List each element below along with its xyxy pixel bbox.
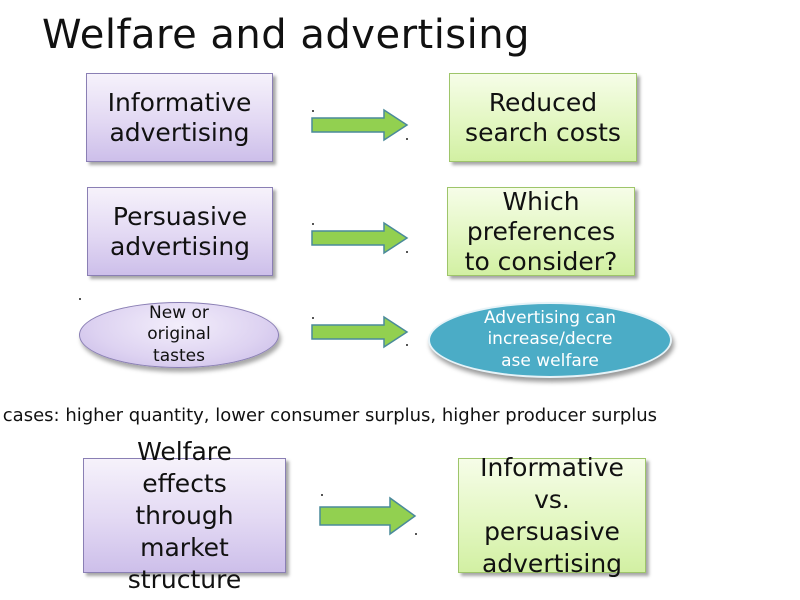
advertising-welfare-ellipse: Advertising can increase/decre ase welfa… xyxy=(428,302,672,378)
box-line: Reduced xyxy=(488,87,598,117)
right-arrow xyxy=(311,315,409,349)
box-line: advertising xyxy=(109,231,251,261)
connector-dot xyxy=(406,251,408,253)
persuasive-advertising-box: Persuasive advertising xyxy=(87,187,273,276)
box-line: Which xyxy=(502,186,580,216)
connector-dot xyxy=(79,298,81,300)
connector-dot xyxy=(312,317,314,319)
right-arrow xyxy=(319,496,417,536)
reduced-search-costs-box: Reduced search costs xyxy=(449,73,637,162)
box-line: preferences xyxy=(466,216,616,246)
informative-vs-persuasive-box: Informative vs. persuasive advertising xyxy=(458,453,646,578)
box-line: persuasive xyxy=(484,516,620,546)
informative-advertising-box: Informative advertising xyxy=(86,73,273,162)
connector-dot xyxy=(321,494,323,496)
box-line: Informative xyxy=(107,87,252,117)
new-tastes-ellipse: New or original tastes xyxy=(79,302,279,368)
ellipse-line: New or xyxy=(149,303,209,324)
connector-dot xyxy=(312,223,314,225)
box-line: vs. xyxy=(534,484,570,514)
slide-title: Welfare and advertising xyxy=(42,12,531,58)
cases-note: t cases: higher quantity, lower consumer… xyxy=(0,405,658,426)
ellipse-line: Advertising can xyxy=(483,308,617,329)
right-arrow xyxy=(311,221,409,255)
which-preferences-box: Which preferences to consider? xyxy=(447,187,635,276)
box-line: market xyxy=(140,532,229,562)
connector-dot xyxy=(406,344,408,346)
ellipse-line: increase/decre xyxy=(487,329,613,350)
box-line: effects xyxy=(142,468,227,498)
welfare-effects-box: Welfare effects through market structure xyxy=(83,437,286,594)
connector-dot xyxy=(312,110,314,112)
box-line: Welfare xyxy=(137,436,232,466)
box-line: to consider? xyxy=(464,246,618,276)
box-line: search costs xyxy=(465,117,621,147)
box-line: Informative xyxy=(480,452,624,482)
connector-dot xyxy=(415,533,417,535)
connector-dot xyxy=(406,138,408,140)
box-line: through xyxy=(135,500,234,530)
ellipse-line: tastes xyxy=(153,345,205,366)
box-line: Persuasive xyxy=(112,201,248,231)
box-line: structure xyxy=(127,564,242,594)
right-arrow xyxy=(311,108,409,142)
box-line: advertising xyxy=(481,548,623,578)
ellipse-line: ase welfare xyxy=(501,350,599,371)
box-line: advertising xyxy=(109,117,250,147)
ellipse-line: original xyxy=(147,324,211,345)
